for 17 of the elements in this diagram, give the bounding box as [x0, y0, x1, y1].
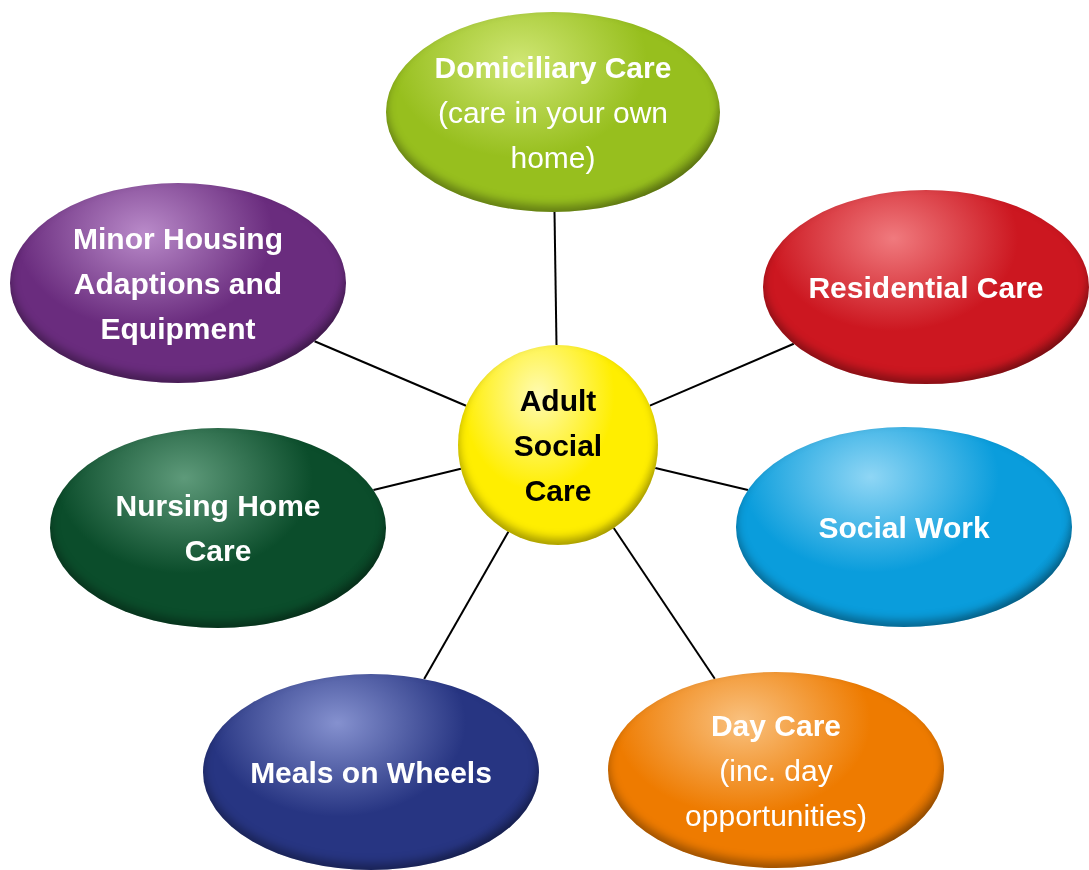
connector-line — [553, 211, 558, 346]
node-title: Social Work — [818, 509, 990, 546]
node-title: Residential Care — [808, 269, 1044, 306]
connector-line — [313, 340, 467, 407]
node-title: Minor Housing Adaptions and Equipment — [72, 220, 284, 347]
node-title: Day Care — [710, 707, 842, 744]
connector-line — [612, 527, 716, 680]
connector-line — [423, 530, 510, 681]
node-title: Nursing Home Care — [114, 488, 322, 569]
node-subtitle: (inc. day opportunities) — [684, 752, 868, 834]
node-title: Meals on Wheels — [250, 754, 492, 791]
node-title: Domiciliary Care — [434, 49, 672, 86]
connector-line — [648, 342, 795, 407]
node-title: Adult Social Care — [512, 382, 604, 509]
node-subtitle: (care in your own home) — [436, 94, 670, 176]
connector-line — [654, 467, 749, 491]
connector-line — [372, 467, 462, 492]
